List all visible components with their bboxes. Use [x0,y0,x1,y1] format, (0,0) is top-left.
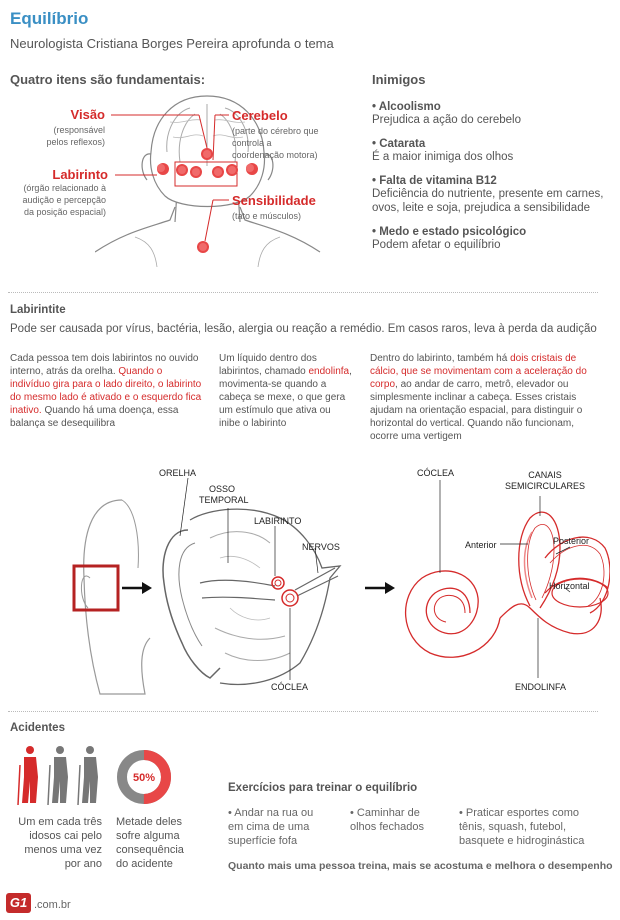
page-subtitle: Neurologista Cristiana Borges Pereira ap… [10,36,334,51]
exercicio-item-3: • Praticar esportes como tênis, squash, … [459,807,585,847]
head-illustration [95,95,321,268]
labirinto-label: Labirinto [52,167,108,182]
label-anterior: Anterior [465,540,497,550]
label-posterior: Posterior [553,536,590,546]
divider [8,292,598,293]
acidentes-stat2: Metade deles sofre alguma consequência d… [116,816,184,870]
donut-label: 50% [133,772,155,784]
exercicio-item-2: • Caminhar de olhos fechados [350,807,424,833]
inimigo-item: • Falta de vitamina B12 Deficiência do n… [372,175,604,214]
cerebelo-label: Cerebelo [232,108,288,123]
labirinto-desc: (órgão relacionado à audição e percepção… [22,183,106,217]
sensibilidade-label: Sensibilidade [232,193,316,208]
inimigo-item: • Alcoolismo Prejudica a ação do cerebel… [372,101,521,126]
cerebelo-desc: (parte do cérebro que controla a coorden… [232,126,319,160]
exercicio-item-1: • Andar na rua ou em cima de uma superfí… [228,807,314,847]
labirintite-col3: Dentro do labirinto, também há dois cris… [370,353,587,442]
label-horizontal: Horizontal [549,581,590,591]
labirintite-heading: Labirintite [10,304,66,316]
page-title: Equilíbrio [10,9,89,28]
exercicios-heading: Exercícios para treinar o equilíbrio [228,782,418,794]
label-canais: CANAIS SEMICIRCULARES [504,470,585,491]
divider [8,711,598,712]
inimigo-item: • Medo e estado psicológico Podem afetar… [372,226,527,251]
label-endolinfa: ENDOLINFA [515,682,567,692]
inimigo-item: • Catarata É a maior inimiga dos olhos [372,138,514,163]
label-coclea: CÓCLEA [271,682,309,692]
labirintite-col1: Cada pessoa tem dois labirintos no ouvid… [10,353,202,429]
g1-logo: G1 [6,893,31,913]
exercicios-footer: Quanto mais uma pessoa treina, mais se a… [228,860,613,872]
visao-label: Visão [70,107,105,122]
labirintite-intro: Pode ser causada por vírus, bactéria, le… [10,323,597,335]
ear-diagram [72,477,610,695]
inimigos-heading: Inimigos [372,72,426,87]
label-nervos: NERVOS [302,542,340,552]
elderly-icons [17,746,98,806]
fundamentais-heading: Quatro itens são fundamentais: [10,72,206,87]
labirintite-col2: Um líquido dentro dos labirintos, chamad… [219,353,352,429]
brand-domain: .com.br [34,899,71,911]
label-orelha: ORELHA [159,468,197,478]
acidentes-stat1: Um em cada três idosos cai pelo menos um… [18,816,102,870]
donut-50-percent: 50% [117,750,171,804]
sensibilidade-desc: (tato e músculos) [232,211,302,221]
acidentes-heading: Acidentes [10,722,65,734]
inimigos-list: • Alcoolismo Prejudica a ação do cerebel… [372,101,612,252]
label-labirinto: LABIRINTO [254,516,302,526]
label-osso-temporal: OSSO TEMPORAL [199,484,249,505]
visao-desc: (responsável pelos reflexos) [46,125,105,147]
label-coclea-inner: CÓCLEA [417,468,455,478]
